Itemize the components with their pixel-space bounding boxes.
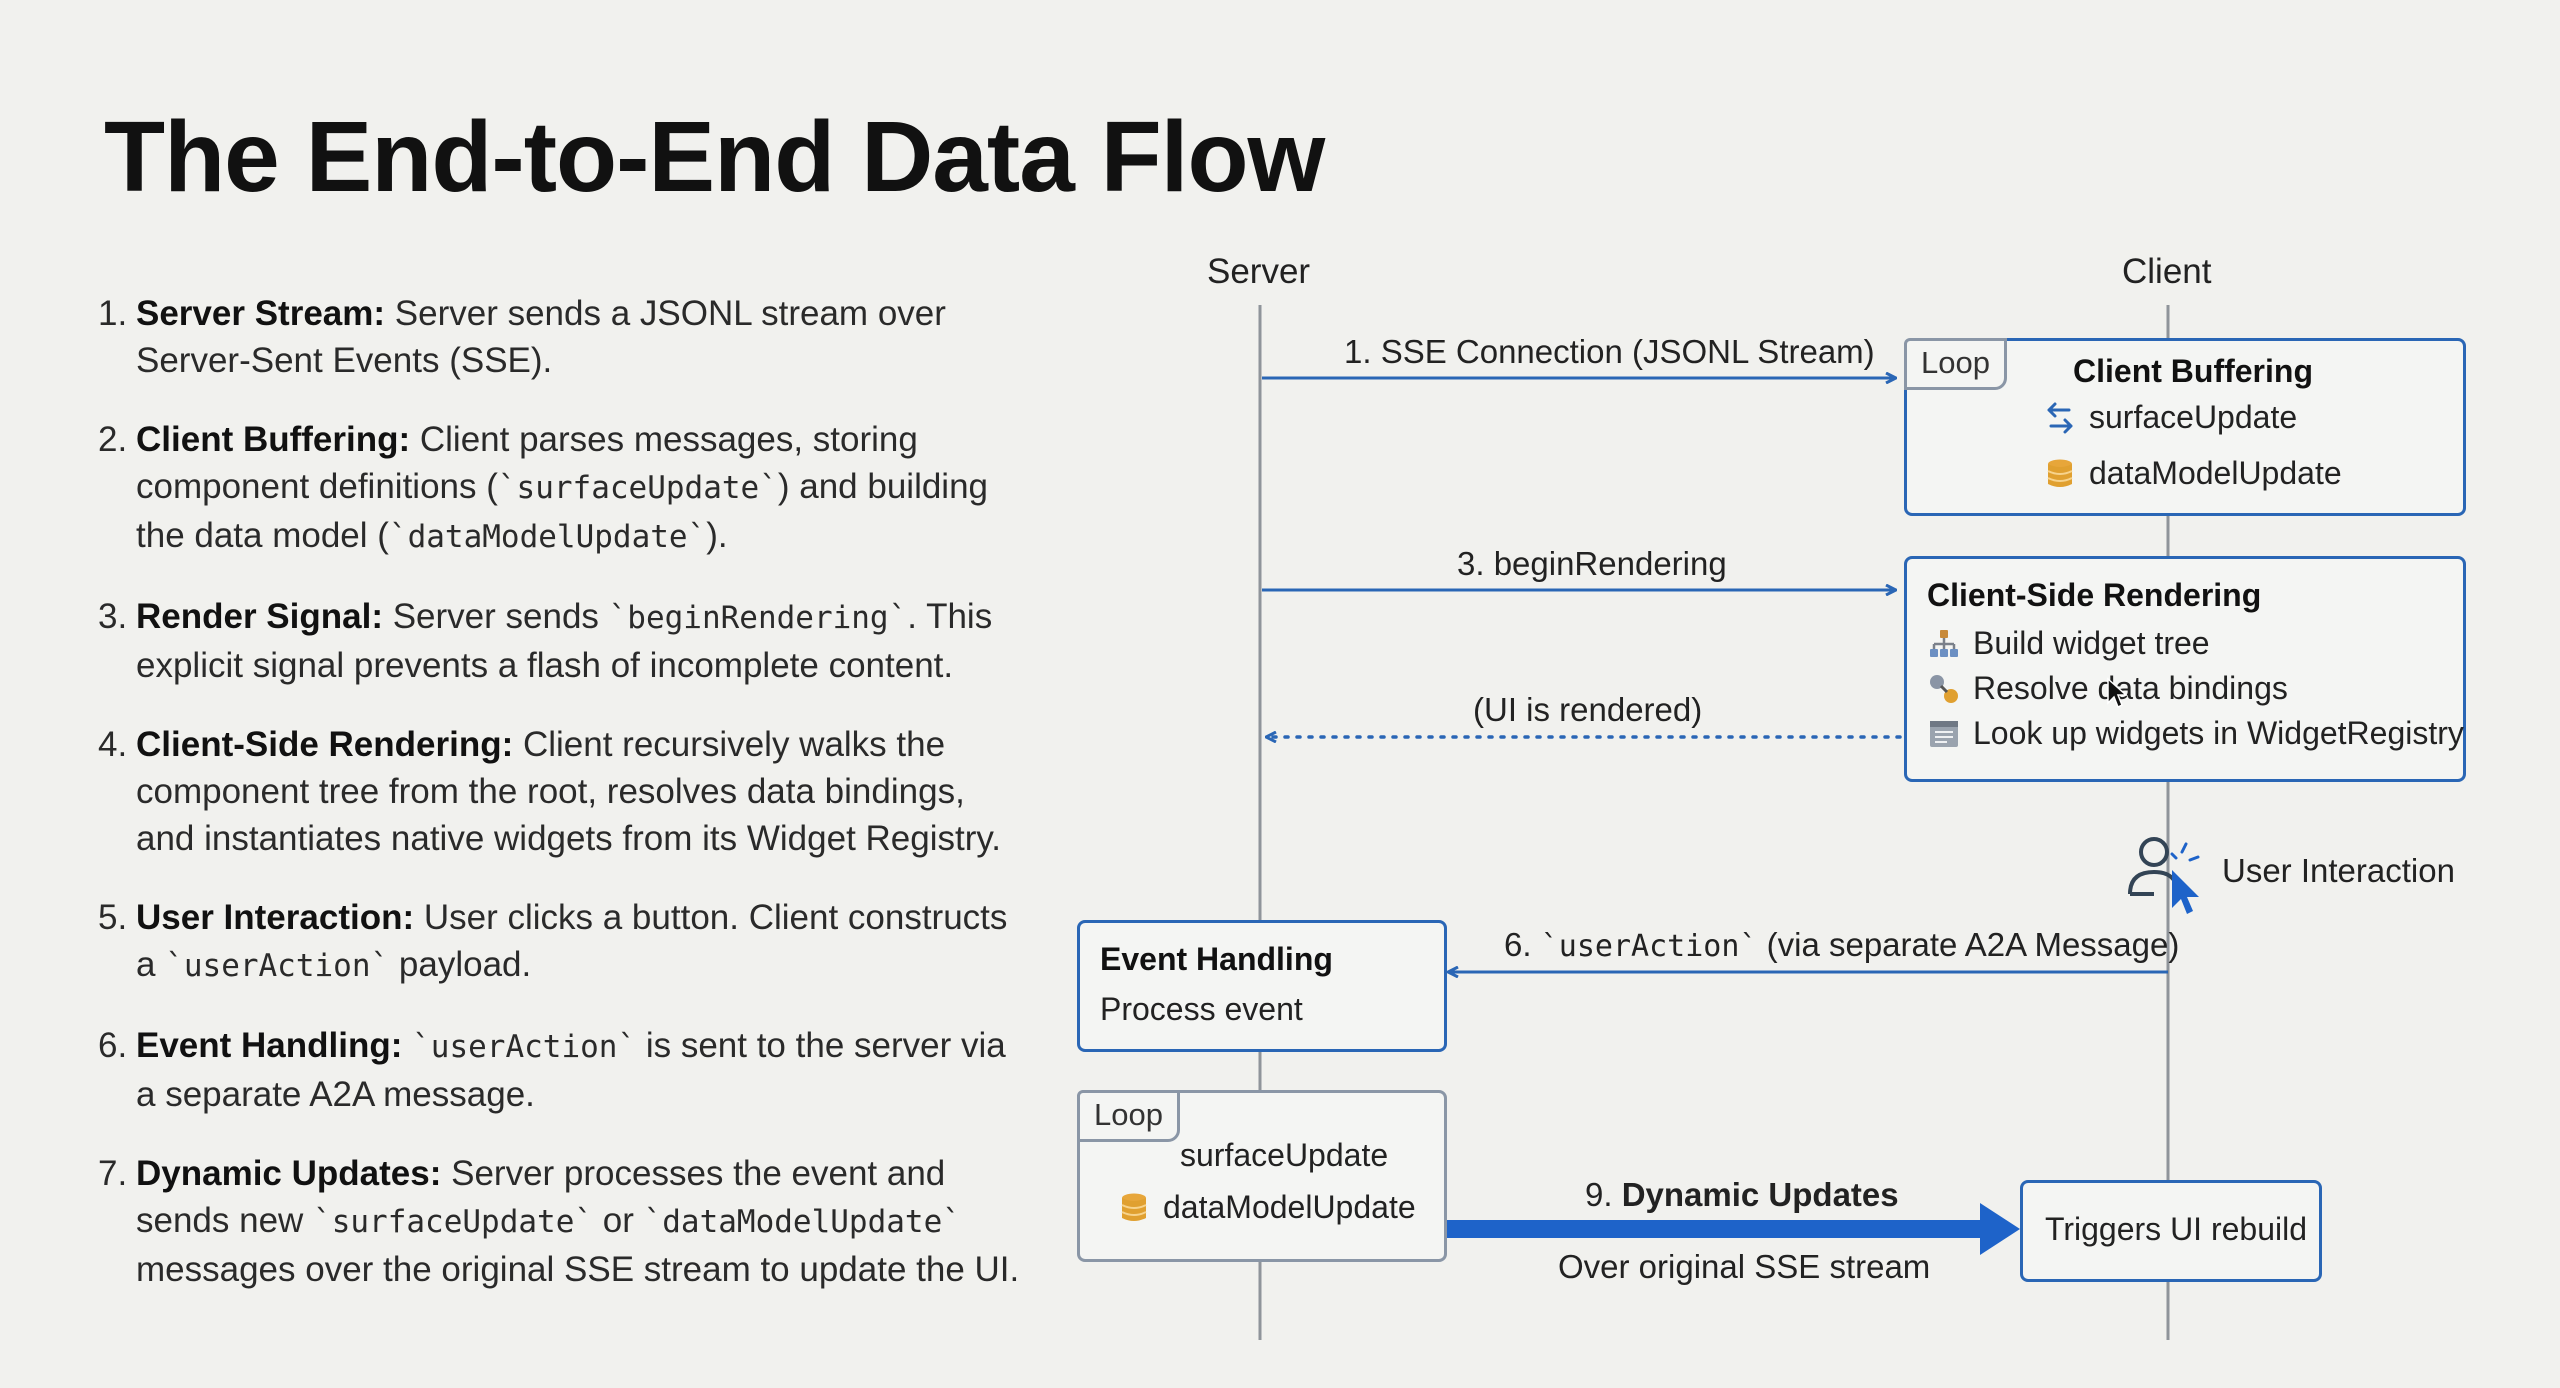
step-number: 1. — [98, 294, 128, 333]
step-code: `surfaceUpdate` — [313, 1204, 594, 1240]
server-loop-surface-update: surfaceUpdate — [1180, 1137, 1389, 1173]
step-text: is sent to the server via a separate A2A… — [136, 1026, 1006, 1114]
sse-message-label: 1. SSE Connection (JSONL Stream) — [1344, 333, 1875, 370]
step-item: 3.Render Signal: Server sends `beginRend… — [98, 593, 1028, 689]
event-handling-sub: Process event — [1100, 991, 1303, 1027]
server-loop-data-model-update-label: dataModelUpdate — [1163, 1189, 1416, 1225]
step-number: 2. — [98, 420, 128, 459]
step-text: . This explicit signal prevents a flash … — [136, 597, 993, 685]
dynamic-updates-arrowhead — [1980, 1203, 2020, 1255]
server-loop-box: Loop surfaceUpdate dataModelUpdate — [1077, 1090, 1447, 1262]
step-text: Server processes the event and sends new — [136, 1154, 946, 1240]
step-body: Dynamic Updates: Server processes the ev… — [136, 1150, 1028, 1293]
step-item: 1.Server Stream: Server sends a JSONL st… — [98, 290, 1028, 384]
buffering-data-model-update: dataModelUpdate — [2043, 455, 2342, 492]
rendering-item-build: Build widget tree — [1927, 625, 2210, 662]
step-number: 5. — [98, 898, 128, 937]
step-title: Render Signal: — [136, 597, 383, 636]
step-title: Event Handling: — [136, 1026, 403, 1065]
rendering-item-resolve: Resolve data bindings — [1927, 670, 2288, 707]
swap-arrows-icon — [2043, 401, 2077, 435]
step-title: Dynamic Updates: — [136, 1154, 442, 1193]
client-lifeline-label: Client — [2122, 252, 2212, 291]
step-number: 3. — [98, 597, 128, 636]
dynamic-updates-title: Dynamic Updates — [1621, 1176, 1899, 1213]
triggers-ui-rebuild-box: Triggers UI rebuild — [2020, 1180, 2322, 1282]
mouse-cursor-icon — [2106, 677, 2128, 714]
step-item: 4.Client-Side Rendering: Client recursiv… — [98, 721, 1028, 862]
client-rendering-box: Client-Side Rendering Build widget tree … — [1904, 556, 2466, 782]
step-text: or — [593, 1201, 644, 1240]
step-item: 7.Dynamic Updates: Server processes the … — [98, 1150, 1028, 1293]
client-buffering-title: Client Buffering — [2073, 353, 2313, 389]
step-code: `userAction` — [412, 1029, 637, 1065]
step-text: Server sends a JSONL stream over Server-… — [136, 294, 946, 380]
client-buffering-box: Loop Client Buffering surfaceUpdate data… — [1904, 338, 2466, 516]
rendering-item-resolve-label: Resolve data bindings — [1973, 670, 2288, 706]
step-number: 4. — [98, 725, 128, 764]
rendering-item-build-label: Build widget tree — [1973, 625, 2210, 661]
database-icon — [2043, 457, 2077, 491]
buffering-surface-update-label: surfaceUpdate — [2089, 399, 2298, 435]
step-text: User clicks a button. Client constructs … — [136, 898, 1008, 984]
dynamic-updates-sub: Over original SSE stream — [1558, 1248, 1931, 1285]
user-interaction-icon — [2124, 830, 2204, 921]
event-handling-title: Event Handling — [1100, 941, 1333, 977]
step-code: `dataModelUpdate` — [388, 519, 707, 555]
client-buffering-loop-tag: Loop — [1904, 338, 2007, 390]
step-code: `userAction` — [165, 948, 390, 984]
step-body: Event Handling: `userAction` is sent to … — [136, 1022, 1028, 1118]
step-number: 7. — [98, 1154, 128, 1193]
dynamic-updates-num: 9. — [1585, 1176, 1613, 1213]
rendering-item-lookup-label: Look up widgets in WidgetRegistry — [1973, 715, 2464, 751]
steps-list: 1.Server Stream: Server sends a JSONL st… — [98, 290, 1028, 1325]
step-text: payload. — [389, 945, 532, 984]
step-code: `beginRendering` — [608, 600, 908, 636]
server-loop-data-model-update: dataModelUpdate — [1117, 1189, 1416, 1226]
step-text: messages over the original SSE stream to… — [136, 1250, 1020, 1289]
step-body: Server Stream: Server sends a JSONL stre… — [136, 290, 1028, 384]
step-text: ) and building the data model ( — [136, 467, 989, 555]
user-action-label-text: 6. `userAction` (via separate A2A Messag… — [1504, 926, 2180, 964]
step-body: Client Buffering: Client parses messages… — [136, 416, 1028, 561]
step-item: 2.Client Buffering: Client parses messag… — [98, 416, 1028, 561]
step-text: ). — [706, 516, 728, 555]
step-code: `surfaceUpdate` — [497, 470, 778, 506]
server-lifeline-label: Server — [1207, 252, 1311, 291]
user-action-label: 6. `userAction` (via separate A2A Messag… — [1504, 926, 2179, 964]
step-title: User Interaction: — [136, 898, 415, 937]
ui-rendered-label: (UI is rendered) — [1473, 691, 1703, 728]
link-bindings-icon — [1927, 672, 1961, 706]
step-title: Client-Side Rendering: — [136, 725, 514, 764]
buffering-data-model-update-label: dataModelUpdate — [2089, 455, 2342, 491]
triggers-ui-rebuild-label: Triggers UI rebuild — [2045, 1211, 2308, 1247]
client-rendering-title: Client-Side Rendering — [1927, 577, 2262, 613]
dynamic-updates-label: 9. Dynamic Updates — [1585, 1176, 1899, 1214]
rendering-item-lookup: Look up widgets in WidgetRegistry — [1927, 715, 2464, 752]
step-body: Client-Side Rendering: Client recursivel… — [136, 721, 1028, 862]
step-text: Client recursively walks the component t… — [136, 725, 1002, 858]
buffering-surface-update: surfaceUpdate — [2043, 399, 2297, 436]
step-number: 6. — [98, 1026, 128, 1065]
database-icon — [1117, 1191, 1151, 1225]
step-item: 6.Event Handling: `userAction` is sent t… — [98, 1022, 1028, 1118]
step-body: Render Signal: Server sends `beginRender… — [136, 593, 1028, 689]
step-item: 5.User Interaction: User clicks a button… — [98, 894, 1028, 990]
begin-rendering-label: 3. beginRendering — [1457, 545, 1727, 582]
server-loop-tag: Loop — [1077, 1090, 1180, 1142]
user-interaction-label: User Interaction — [2222, 852, 2455, 889]
step-text: Server sends — [382, 597, 609, 636]
event-handling-box: Event Handling Process event — [1077, 920, 1447, 1052]
step-title: Client Buffering: — [136, 420, 411, 459]
tree-icon — [1927, 627, 1961, 661]
page-title: The End-to-End Data Flow — [104, 101, 1325, 213]
step-body: User Interaction: User clicks a button. … — [136, 894, 1028, 990]
step-text: Client parses messages, storing componen… — [136, 420, 918, 506]
step-code: `dataModelUpdate` — [643, 1204, 961, 1240]
step-title: Server Stream: — [136, 294, 386, 333]
registry-icon — [1927, 717, 1961, 751]
